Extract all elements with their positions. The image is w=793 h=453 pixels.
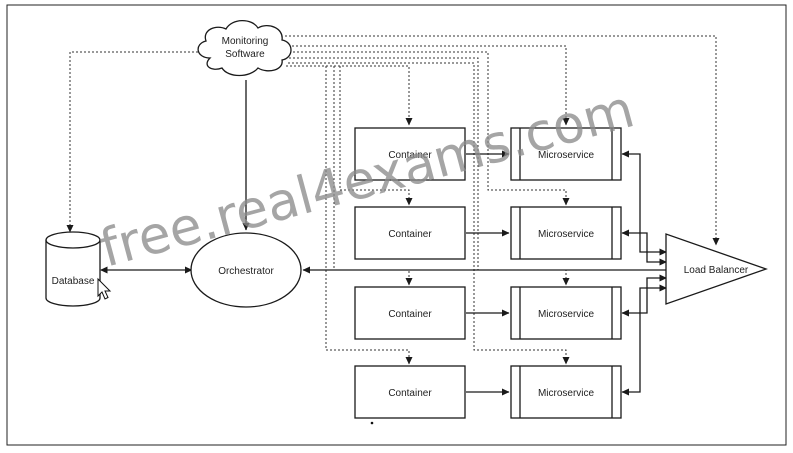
microservice-label: Microservice xyxy=(538,309,595,320)
container-node: Container xyxy=(354,206,466,260)
load-balancer-label: Load Balancer xyxy=(684,265,749,276)
microservice-node: Microservice xyxy=(510,127,622,181)
outer-frame xyxy=(6,4,787,446)
mouse-cursor-icon xyxy=(97,277,112,300)
microservice-node: Microservice xyxy=(510,286,622,340)
monitoring-software-label-line1: Monitoring xyxy=(222,36,269,47)
container-label: Container xyxy=(388,229,432,240)
monitoring-software-node: Monitoring Software xyxy=(197,19,292,77)
container-node: Container xyxy=(354,365,466,419)
database-label: Database xyxy=(52,276,95,287)
database-node: Database xyxy=(45,231,101,307)
microservice-label: Microservice xyxy=(538,229,595,240)
orchestrator-node: Orchestrator xyxy=(190,232,302,308)
monitoring-software-label-line2: Software xyxy=(225,49,265,60)
container-label: Container xyxy=(388,150,432,161)
solid-connections xyxy=(100,80,667,396)
container-node: Container xyxy=(354,127,466,181)
orchestrator-label: Orchestrator xyxy=(218,266,274,277)
stray-dot xyxy=(370,421,374,425)
microservice-label: Microservice xyxy=(538,150,595,161)
container-node: Container xyxy=(354,286,466,340)
microservice-label: Microservice xyxy=(538,388,595,399)
container-label: Container xyxy=(388,388,432,399)
load-balancer-node: Load Balancer xyxy=(665,233,768,305)
microservice-node: Microservice xyxy=(510,365,622,419)
microservice-node: Microservice xyxy=(510,206,622,260)
container-label: Container xyxy=(388,309,432,320)
